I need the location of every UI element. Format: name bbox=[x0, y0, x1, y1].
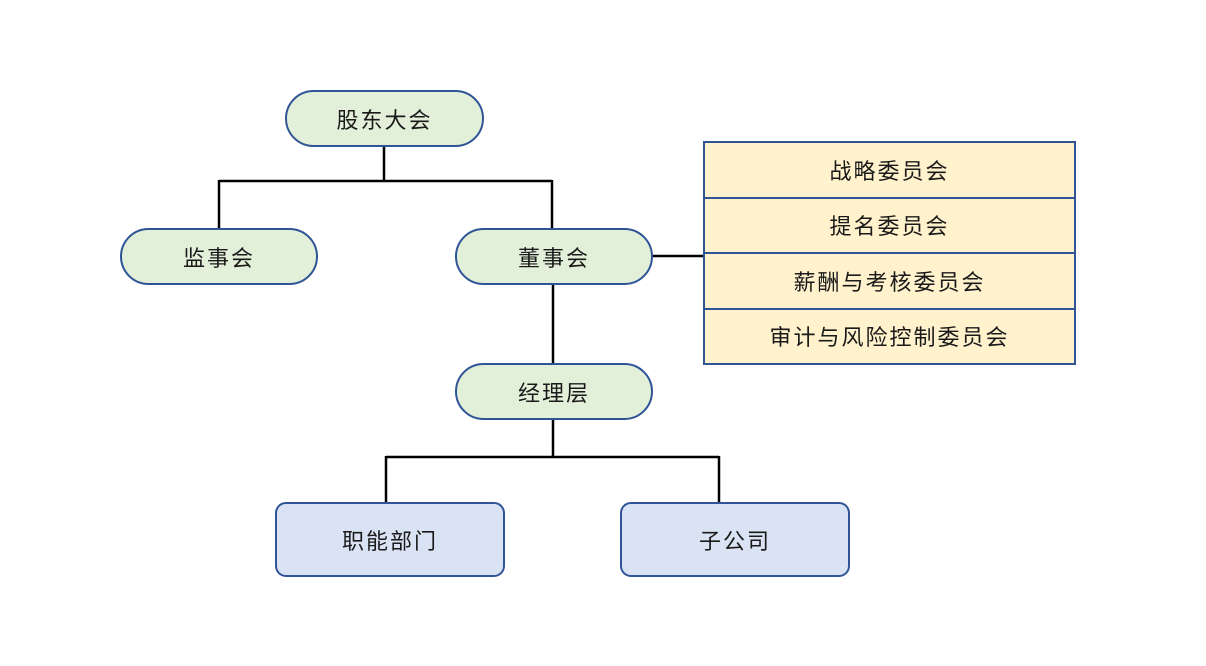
committee-list: 战略委员会 提名委员会 薪酬与考核委员会 审计与风险控制委员会 bbox=[703, 141, 1076, 365]
committee-strategy-label: 战略委员会 bbox=[829, 158, 950, 184]
node-subsidiaries-label: 子公司 bbox=[698, 528, 771, 554]
committee-nomination: 提名委员会 bbox=[703, 196, 1076, 254]
committee-audit-risk-control-label: 审计与风险控制委员会 bbox=[769, 325, 1010, 351]
committee-strategy: 战略委员会 bbox=[703, 141, 1076, 199]
node-shareholders-meeting: 股东大会 bbox=[285, 90, 484, 147]
committee-remuneration-appraisal-label: 薪酬与考核委员会 bbox=[793, 269, 986, 295]
node-management-level-label: 经理层 bbox=[517, 380, 590, 406]
committee-audit-risk-control: 审计与风险控制委员会 bbox=[703, 307, 1076, 365]
committee-remuneration-appraisal: 薪酬与考核委员会 bbox=[703, 252, 1076, 310]
committee-nomination-label: 提名委员会 bbox=[829, 214, 950, 240]
node-board-of-supervisors-label: 监事会 bbox=[182, 245, 255, 271]
node-subsidiaries: 子公司 bbox=[620, 502, 850, 577]
node-shareholders-meeting-label: 股东大会 bbox=[336, 107, 433, 133]
node-management-level: 经理层 bbox=[455, 363, 653, 420]
node-board-of-directors-label: 董事会 bbox=[517, 245, 590, 271]
node-functional-departments-label: 职能部门 bbox=[341, 528, 438, 554]
node-functional-departments: 职能部门 bbox=[275, 502, 505, 577]
node-board-of-directors: 董事会 bbox=[455, 228, 653, 285]
node-board-of-supervisors: 监事会 bbox=[120, 228, 318, 285]
